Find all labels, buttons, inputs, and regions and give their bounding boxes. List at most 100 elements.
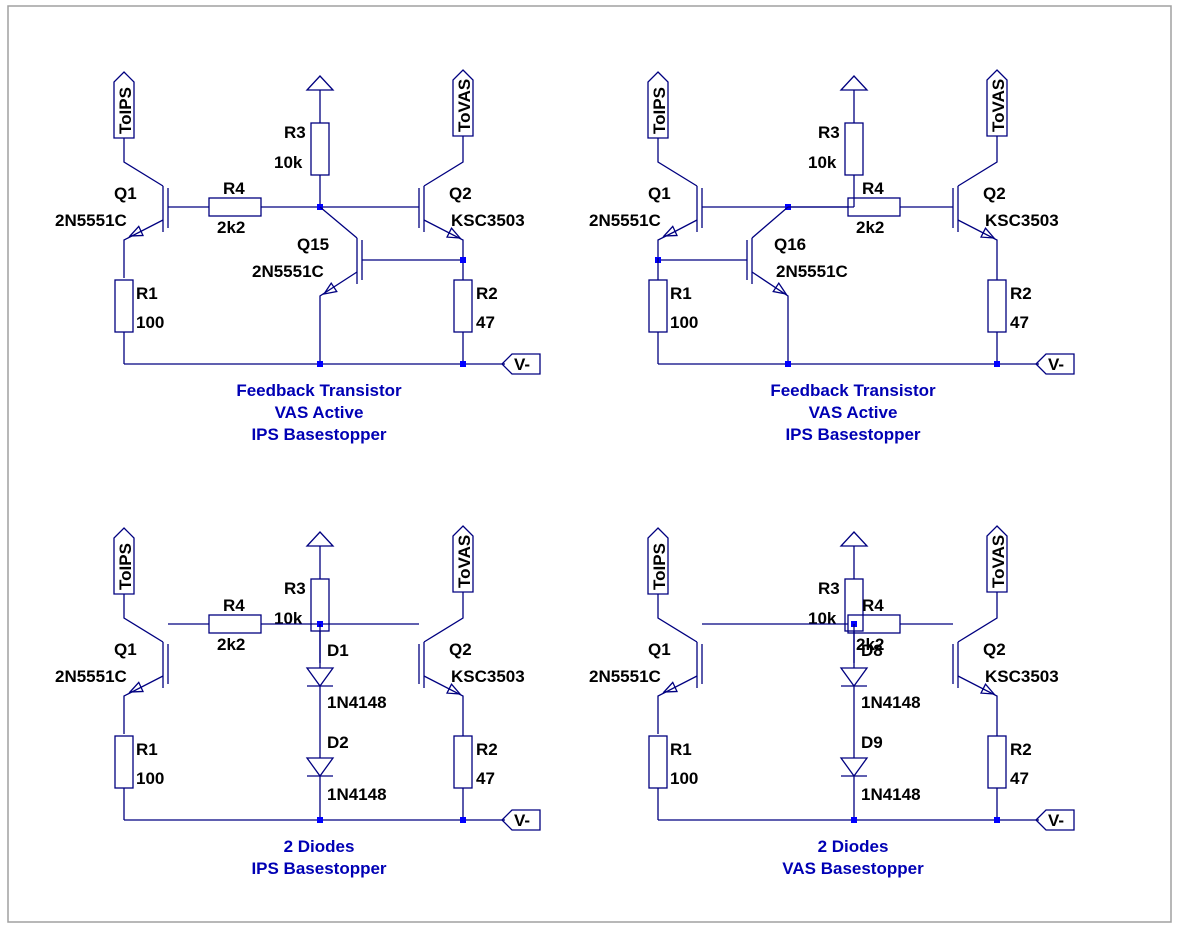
- r1-value: 100: [670, 769, 698, 788]
- da-model: 1N4148: [861, 693, 921, 712]
- caption-line: 2 Diodes: [818, 837, 889, 856]
- vneg-flag: [1035, 353, 1075, 375]
- q1-model: 2N5551C: [589, 211, 661, 230]
- r2-value: 47: [476, 769, 495, 788]
- da-name: D8: [861, 641, 883, 660]
- caption-line: VAS Active: [809, 403, 898, 422]
- circuits-layer: ToIPS Q1 2N5551C R1 100 R3 10k ToVAS Q2 KSC3503R2…: [55, 69, 1075, 878]
- caption-line: IPS Basestopper: [251, 425, 386, 444]
- q2-name: Q2: [983, 640, 1006, 659]
- q1-collector-wire: [123, 138, 164, 187]
- da-body: [839, 667, 869, 688]
- r3-value: 10k: [274, 609, 303, 628]
- vneg-flag-text: V-: [1048, 355, 1064, 374]
- r4-name: R4: [223, 596, 245, 615]
- tovas-flag-text: ToVAS: [455, 79, 474, 132]
- q1-name: Q1: [648, 184, 671, 203]
- r1-name: R1: [670, 740, 692, 759]
- circuit-quadrant-3: ToIPSQ12N5551CR1100R310kToVASQ2KSC3503R2…: [55, 525, 541, 878]
- q2-emitter-wire: [423, 219, 464, 280]
- q2-emitter-arrow: [446, 682, 462, 695]
- qf-model: 2N5551C: [776, 262, 848, 281]
- q1-emitter-arrow: [128, 681, 144, 693]
- q2-collector-wire: [423, 592, 464, 643]
- junction-dot: [994, 817, 1000, 823]
- q2-emitter-wire: [957, 675, 998, 736]
- toips-flag-text: ToIPS: [650, 543, 669, 590]
- junction-dot: [460, 817, 466, 823]
- q2-emitter-arrow: [980, 226, 996, 239]
- q1-emitter-arrow: [662, 225, 678, 237]
- q2-name: Q2: [449, 640, 472, 659]
- q1-collector-wire: [657, 594, 698, 643]
- db-name: D2: [327, 733, 349, 752]
- vneg-flag-text: V-: [1048, 811, 1064, 830]
- qf-emitter-arrow: [772, 282, 788, 295]
- q1-emitter-arrow: [662, 681, 678, 693]
- toips-flag-text: ToIPS: [116, 87, 135, 134]
- r2-value: 47: [476, 313, 495, 332]
- vneg-flag-text: V-: [514, 355, 530, 374]
- caption-line: Feedback Transistor: [236, 381, 402, 400]
- r4-name: R4: [223, 179, 245, 198]
- junction-dot: [317, 361, 323, 367]
- q2-emitter-wire: [423, 675, 464, 736]
- db-model: 1N4148: [861, 785, 921, 804]
- q2-emitter-arrow: [980, 682, 996, 695]
- r4-value: 2k2: [856, 635, 884, 654]
- da-name: D1: [327, 641, 349, 660]
- r1-value: 100: [136, 769, 164, 788]
- vneg-flag: [1035, 809, 1075, 831]
- q1-collector-wire: [123, 594, 164, 643]
- junction-dot: [851, 817, 857, 823]
- q1-model: 2N5551C: [55, 211, 127, 230]
- q1-model: 2N5551C: [55, 667, 127, 686]
- qf-collector-wire: [319, 206, 358, 239]
- tovas-flag-text: ToVAS: [455, 535, 474, 588]
- da-model: 1N4148: [327, 693, 387, 712]
- q2-collector-wire: [423, 136, 464, 187]
- vneg-flag-text: V-: [514, 811, 530, 830]
- qf-emitter-wire: [319, 271, 358, 364]
- r3-name: R3: [818, 123, 840, 142]
- caption-line: IPS Basestopper: [251, 859, 386, 878]
- db-body: [839, 757, 869, 778]
- q1-model: 2N5551C: [589, 667, 661, 686]
- q1-name: Q1: [114, 184, 137, 203]
- r3-name: R3: [818, 579, 840, 598]
- vneg-flag: [501, 353, 541, 375]
- q1-emitter-arrow: [128, 225, 144, 237]
- caption-line: 2 Diodes: [284, 837, 355, 856]
- junction-dot: [317, 817, 323, 823]
- caption-line: Feedback Transistor: [770, 381, 936, 400]
- junction-dot: [460, 361, 466, 367]
- junction-dot: [460, 257, 466, 263]
- qf-model: 2N5551C: [252, 262, 324, 281]
- r1-name: R1: [136, 740, 158, 759]
- sheet-border: [7, 5, 1172, 923]
- qf-name: Q16: [774, 235, 806, 254]
- circuit-quadrant-4: ToIPSQ12N5551CR1100R310kToVASQ2KSC3503R2…: [589, 525, 1075, 878]
- r2-name: R2: [1010, 740, 1032, 759]
- q1-emitter-wire: [657, 675, 698, 734]
- q1-emitter-wire: [123, 219, 164, 278]
- r4-value: 2k2: [217, 218, 245, 237]
- junction-dot: [785, 361, 791, 367]
- toips-flag-text: ToIPS: [116, 543, 135, 590]
- r2-name: R2: [1010, 284, 1032, 303]
- circuit-quadrant-2: ToIPSQ12N5551CR1100R310kToVASQ2KSC3503R2…: [589, 69, 1075, 444]
- r4-name: R4: [862, 179, 884, 198]
- q2-model: KSC3503: [451, 211, 525, 230]
- r2-value: 47: [1010, 769, 1029, 788]
- q2-model: KSC3503: [985, 211, 1059, 230]
- r4-name: R4: [862, 596, 884, 615]
- q2-collector-wire: [957, 592, 998, 643]
- r3-name: R3: [284, 123, 306, 142]
- q1-name: Q1: [114, 640, 137, 659]
- r3-value: 10k: [808, 609, 837, 628]
- qf-collector-wire: [751, 206, 789, 239]
- db-name: D9: [861, 733, 883, 752]
- qf-name: Q15: [297, 235, 329, 254]
- caption-line: VAS Basestopper: [782, 859, 924, 878]
- q1-emitter-wire: [123, 675, 164, 734]
